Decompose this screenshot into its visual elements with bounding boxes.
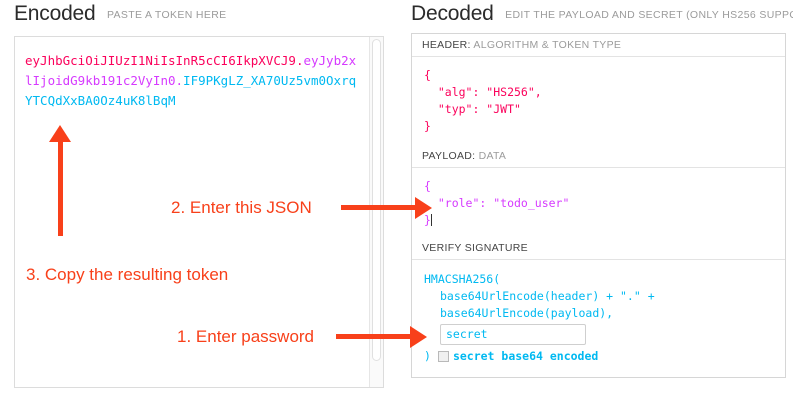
payload-json-editor[interactable]: { "role": "todo_user" } <box>412 168 785 237</box>
encoded-subtitle: PASTE A TOKEN HERE <box>106 9 227 21</box>
decoded-panel: HEADER: ALGORITHM & TOKEN TYPE { "alg": … <box>411 33 786 378</box>
encoded-scrollbar-thumb[interactable] <box>372 39 381 361</box>
text-caret <box>430 214 432 226</box>
header-section-label-strong: HEADER: <box>422 39 471 51</box>
annotation-arrow-right-shaft-step1 <box>336 334 411 339</box>
payload-section-label-rest: DATA <box>475 150 507 162</box>
token-signature-part: IF9PKgLZ_XA70Uz5vm0OxrqYTCQdXxBA0Oz4uK8l… <box>25 73 357 108</box>
base64-encoded-label[interactable]: secret base64 encoded <box>452 349 599 363</box>
sig-line-hmac: HMACSHA256( <box>424 272 501 286</box>
annotation-arrow-right-shaft-step2 <box>341 205 416 210</box>
decoded-subtitle: EDIT THE PAYLOAD AND SECRET (ONLY HS256 … <box>505 9 793 21</box>
payload-section-label: PAYLOAD: DATA <box>412 145 785 168</box>
annotation-arrow-up-head-step3 <box>49 125 71 142</box>
token-header-part: eyJhbGciOiJIUzI1NiIsInR5cCI6IkpXVCJ9 <box>25 53 296 68</box>
base64-encoded-checkbox[interactable] <box>437 351 449 362</box>
token-separator-2: . <box>175 73 184 88</box>
payload-section-label-strong: PAYLOAD: <box>422 150 476 162</box>
signature-section-label: VERIFY SIGNATURE <box>412 237 785 260</box>
decoded-heading: Decoded EDIT THE PAYLOAD AND SECRET (ONL… <box>411 2 793 26</box>
sig-line-payload-encode: base64UrlEncode(payload), <box>440 306 614 320</box>
payload-json-text: { "role": "todo_user" } <box>424 179 570 227</box>
annotation-arrow-right-head-step1 <box>410 325 427 348</box>
encoded-token-textarea[interactable]: eyJhbGciOiJIUzI1NiIsInR5cCI6IkpXVCJ9.eyJ… <box>14 36 384 388</box>
sig-closing-row: ) secret base64 encoded <box>424 348 785 365</box>
annotation-arrow-up-shaft-step3 <box>57 141 63 236</box>
annotation-step3-text: 3. Copy the resulting token <box>26 265 229 284</box>
signature-section-label-strong: VERIFY SIGNATURE <box>422 242 528 254</box>
header-section-label-rest: ALGORITHM & TOKEN TYPE <box>470 39 622 51</box>
encoded-title: Encoded <box>14 2 96 25</box>
encoded-scrollbar[interactable] <box>369 37 383 387</box>
token-separator-1: . <box>295 53 304 68</box>
sig-line-header-encode: base64UrlEncode(header) + "." + <box>440 289 655 303</box>
annotation-step2-text: 2. Enter this JSON <box>171 198 312 217</box>
token-payload-part: eyJyb2xlIjoidG9kb191c2VyIn0 <box>25 53 357 88</box>
annotation-arrow-right-head-step2 <box>415 196 432 219</box>
encoded-token-text[interactable]: eyJhbGciOiJIUzI1NiIsInR5cCI6IkpXVCJ9.eyJ… <box>25 51 361 111</box>
decoded-title: Decoded <box>411 2 494 25</box>
secret-row <box>424 323 785 345</box>
verify-signature-body: HMACSHA256( base64UrlEncode(header) + ".… <box>412 260 785 370</box>
secret-input[interactable] <box>440 323 586 345</box>
encoded-heading: Encoded PASTE A TOKEN HERE <box>14 2 226 26</box>
annotation-step1-text: 1. Enter password <box>177 327 315 346</box>
header-json-editor[interactable]: { "alg": "HS256", "typ": "JWT" } <box>412 57 785 145</box>
header-section-label: HEADER: ALGORITHM & TOKEN TYPE <box>412 34 785 57</box>
sig-closing-paren: ) <box>424 349 431 363</box>
